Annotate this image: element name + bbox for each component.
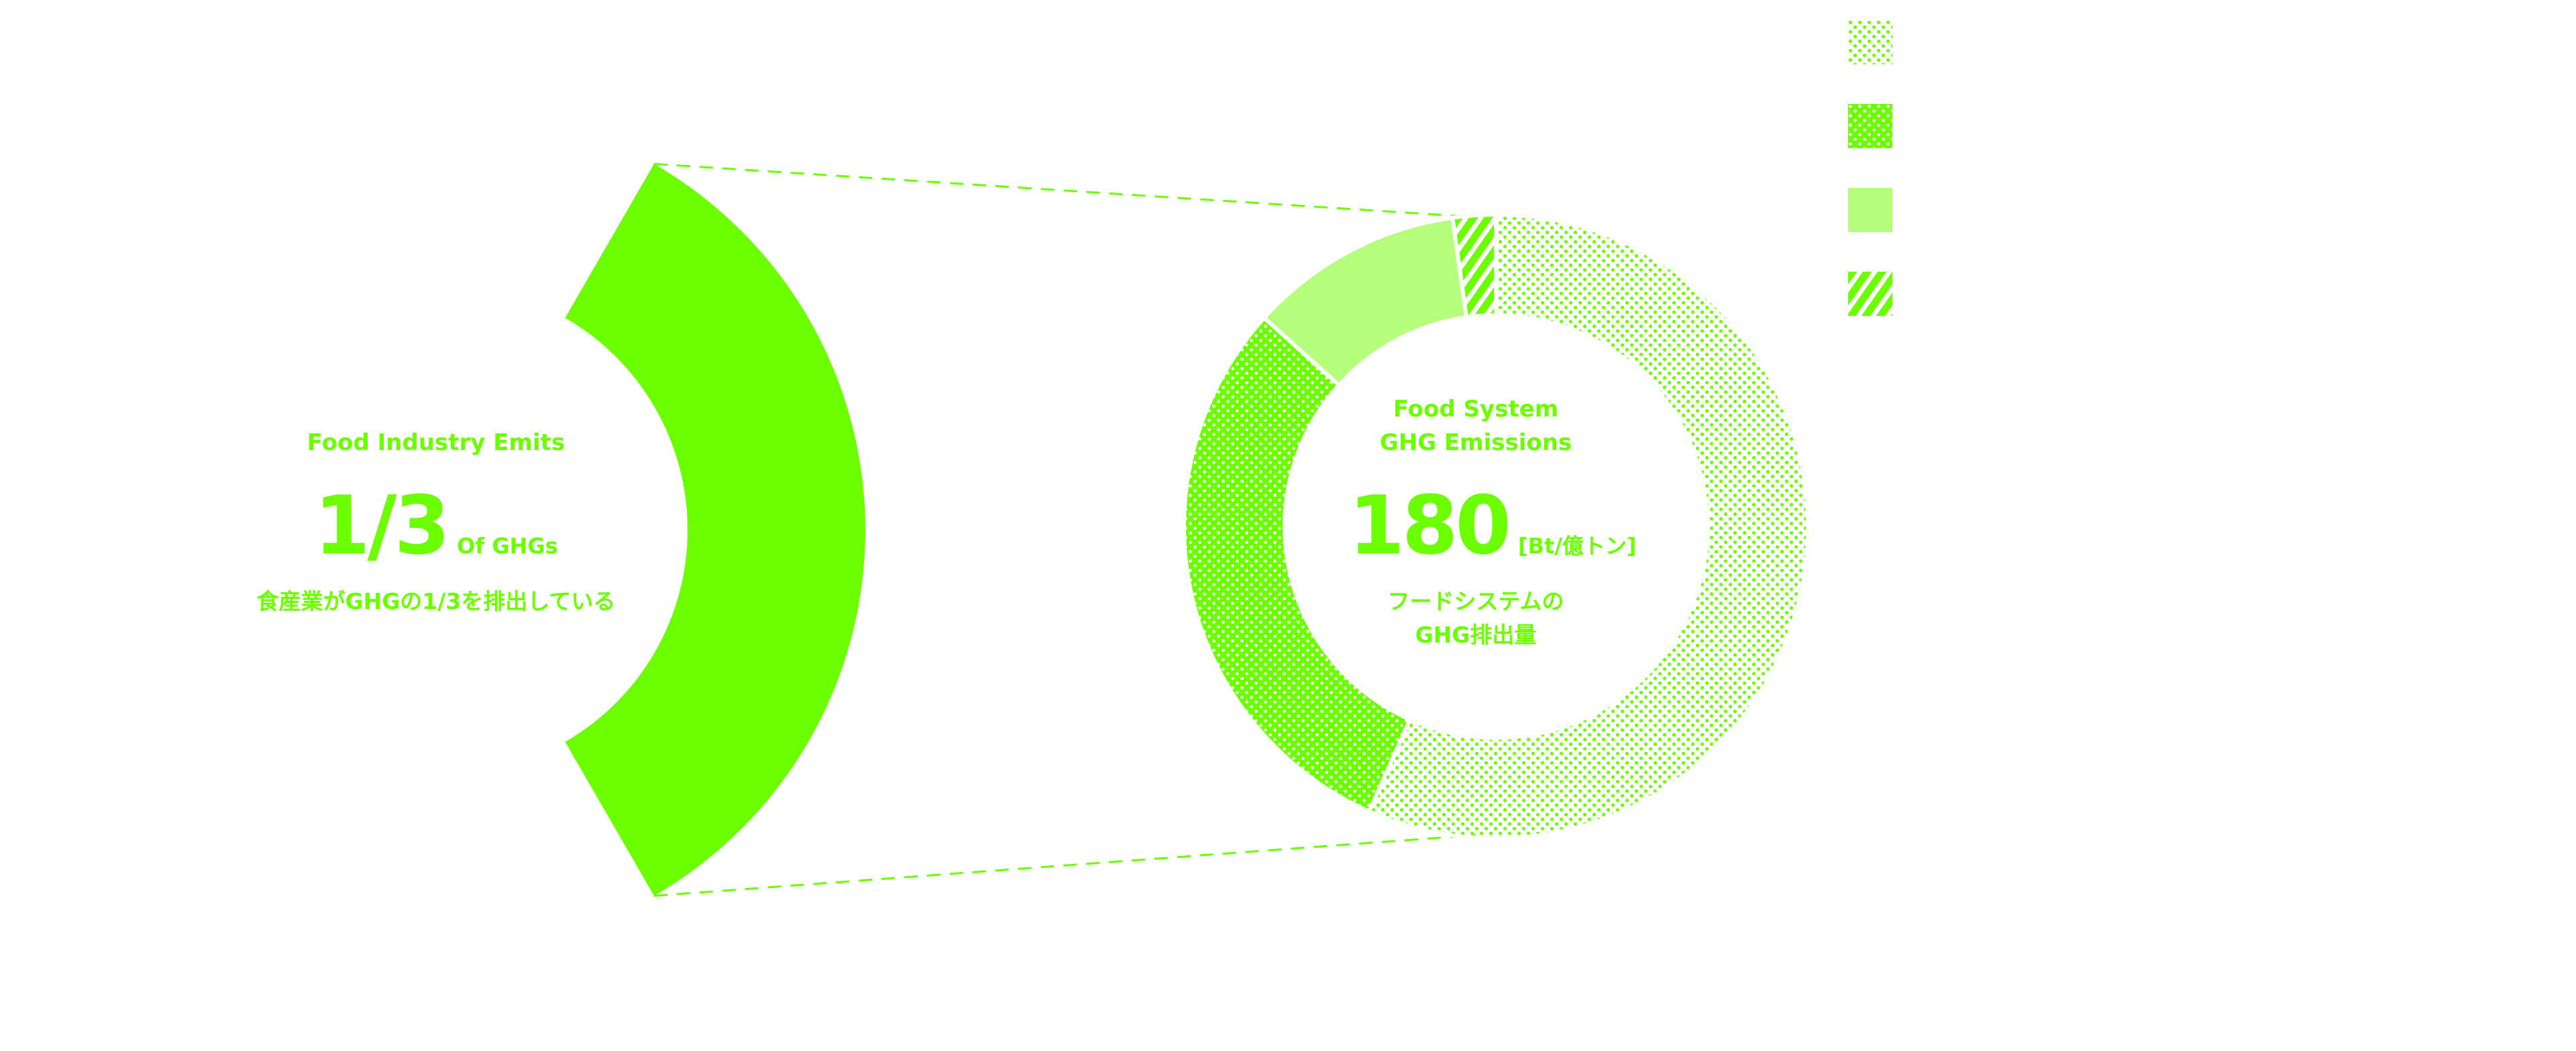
left-caption-jp: 食産業がGHGの1/3を排出している [256,588,616,614]
left-big-figure: 1/3 Of GHGs [235,483,637,590]
donut-slice-2 [1182,315,1413,814]
donut-slice-4 [1450,212,1498,320]
left-big-unit: Of GHGs [457,533,558,559]
center-caption-jp-line2: GHG排出量 [1415,622,1537,648]
donut-slice-1 [1366,212,1810,840]
center-caption-line1: Food System [1393,396,1559,423]
legend-swatch-1 [1848,20,1892,64]
center-caption-jp-line1: フードシステムの [1387,588,1564,614]
connector-line-top [653,162,1490,219]
legend-swatch-4 [1848,272,1892,316]
connector-line-bottom [653,834,1477,897]
left-pie-slice-highlighted [565,164,865,896]
donut-chart [1182,212,1810,840]
left-big-value: 1/3 [314,480,450,573]
center-big-value: 180 [1348,480,1511,573]
legend-swatch-2 [1848,104,1892,148]
connector-lines [653,162,1490,897]
left-pie-chart [565,164,865,896]
left-caption: Food Industry Emits [307,429,566,456]
center-big-unit: [Bt/億トン] [1517,533,1637,559]
center-caption-line2: GHG Emissions [1379,429,1572,456]
legend-swatch-3 [1848,188,1892,232]
center-big-figure: 180[Bt/億トン] [1308,483,1677,590]
